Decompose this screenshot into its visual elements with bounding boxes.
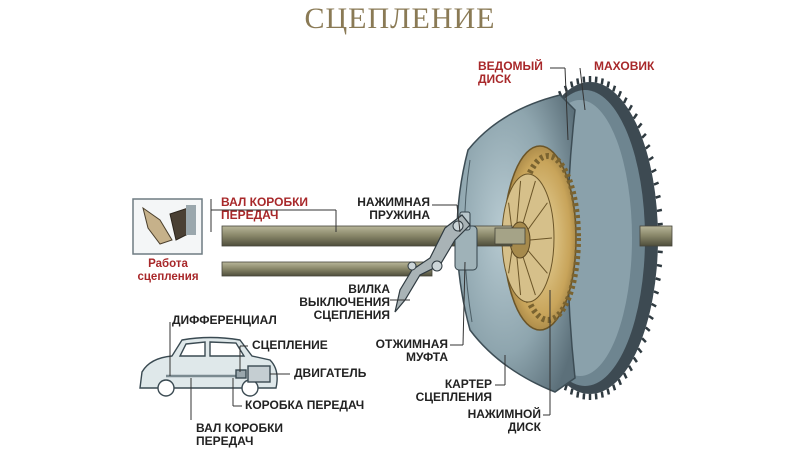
- label-release-fork: ВИЛКА ВЫКЛЮЧЕНИЯ СЦЕПЛЕНИЯ: [299, 282, 390, 322]
- leader-lines: [210, 67, 586, 416]
- label-release-bearing: ОТЖИМНАЯ МУФТА: [375, 337, 448, 364]
- label-clutch-housing: КАРТЕР СЦЕПЛЕНИЯ: [415, 377, 492, 404]
- car-label-engine: ДВИГАТЕЛЬ: [294, 366, 367, 380]
- clutch-pedal-inset: [132, 198, 203, 255]
- label-flywheel: МАХОВИК: [594, 59, 655, 73]
- car-label-differential: ДИФФЕРЕНЦИАЛ: [172, 313, 277, 327]
- page-title: СЦЕПЛЕНИЕ: [304, 2, 496, 35]
- label-pressure-plate: НАЖИМНОЙ ДИСК: [467, 407, 541, 434]
- label-gearbox-shaft: ВАЛ КОРОБКИ ПЕРЕДАЧ: [221, 195, 309, 222]
- car-label-propeller-shaft: ВАЛ КОРОБКИ ПЕРЕДАЧ: [196, 421, 284, 448]
- label-pressure-spring: НАЖИМНАЯ ПРУЖИНА: [357, 195, 430, 222]
- car-diagram: [139, 336, 278, 397]
- release-fork: [394, 214, 471, 313]
- car-label-clutch: СЦЕПЛЕНИЕ: [252, 338, 328, 352]
- car-leader-lines: [169, 322, 290, 420]
- label-clutch-operation: Работа сцепления: [137, 258, 199, 283]
- car-label-gearbox: КОРОБКА ПЕРЕДАЧ: [245, 398, 365, 412]
- label-driven-disc: ВЕДОМЫЙ ДИСК: [478, 59, 543, 86]
